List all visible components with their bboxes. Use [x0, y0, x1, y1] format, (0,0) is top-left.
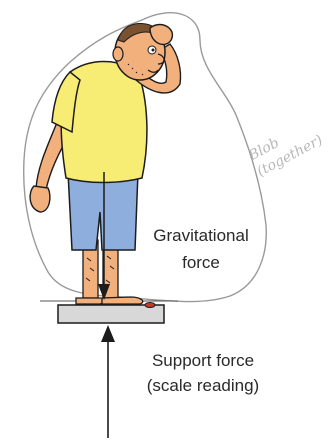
nose — [157, 53, 165, 65]
support-force-arrowhead — [101, 325, 115, 342]
bathroom-scale — [57, 304, 165, 324]
stubble — [127, 63, 144, 76]
scale-indicator — [144, 302, 156, 308]
left-sleeve — [51, 70, 81, 134]
gravitational-force-label-line2: force — [182, 253, 220, 272]
scratching-hand — [149, 23, 174, 46]
ear — [112, 46, 124, 62]
pupil — [151, 48, 155, 52]
gravitational-force-label: Gravitational force — [126, 225, 276, 273]
support-force-label-line2: (scale reading) — [146, 376, 260, 395]
mouth — [147, 69, 159, 73]
right-foot — [101, 296, 144, 305]
left-foot — [75, 297, 105, 305]
support-force-label-line1: Support force — [151, 351, 255, 370]
gravitational-force-label-line1: Gravitational — [153, 226, 249, 245]
hanging-hand — [29, 185, 51, 213]
gravitational-force-arrowhead — [98, 284, 110, 300]
shorts — [67, 171, 139, 251]
support-force-label: Support force (scale reading) — [128, 350, 278, 396]
leg-hair — [85, 255, 115, 284]
